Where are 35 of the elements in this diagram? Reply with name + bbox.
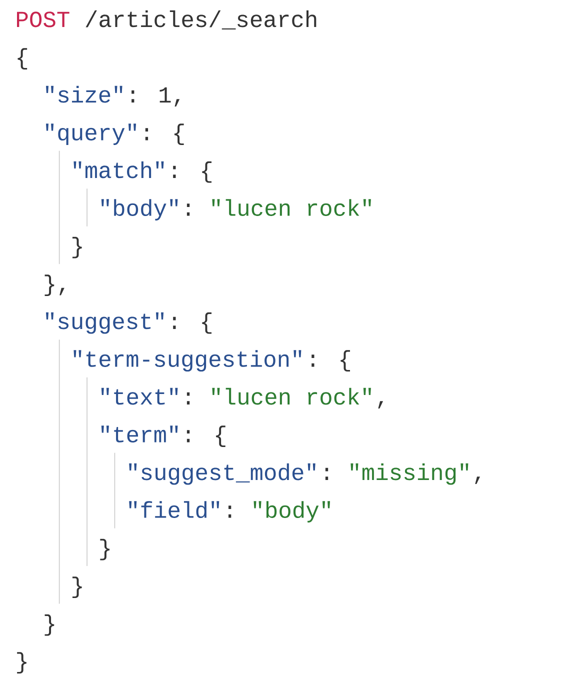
json-key: "match" [74,161,164,178]
request-path: /articles/_search [86,10,316,30]
code-punctuation: } [17,652,26,674]
code-punctuation: : [186,392,190,404]
code-punctuation: : [228,506,232,518]
code-punctuation: } [44,614,54,636]
json-key: "size" [46,86,122,103]
code-punctuation: : { [173,161,212,183]
json-key: "suggest" [46,312,164,334]
json-string: "missing" [350,463,468,485]
http-method: POST [17,12,70,28]
json-string: "lucen rock" [212,388,371,405]
json-key: "suggest_mode" [129,463,316,485]
json-key: "query" [46,124,136,145]
json-string: "lucen rock" [212,199,371,216]
code-punctuation: } [100,538,110,560]
code-punctuation: , [378,401,384,409]
code-punctuation: : [325,468,328,480]
code-punctuation: { [18,48,28,70]
json-key: "field" [129,501,220,518]
json-key: "term-suggestion" [74,350,302,372]
code-punctuation: : [186,204,190,216]
code-punctuation: : { [312,350,350,372]
code-punctuation: : { [145,124,184,145]
code-punctuation: : 1, [132,87,180,107]
json-string: "body" [254,501,330,522]
code-punctuation: }, [44,274,64,296]
code-punctuation: , [475,476,480,484]
json-key: "body" [101,199,178,220]
code-punctuation: : { [186,426,226,447]
code-punctuation: } [72,236,82,258]
json-key: "term" [101,426,178,442]
code-punctuation: } [72,576,82,598]
json-key: "text" [101,388,178,405]
code-punctuation: : { [173,312,212,334]
